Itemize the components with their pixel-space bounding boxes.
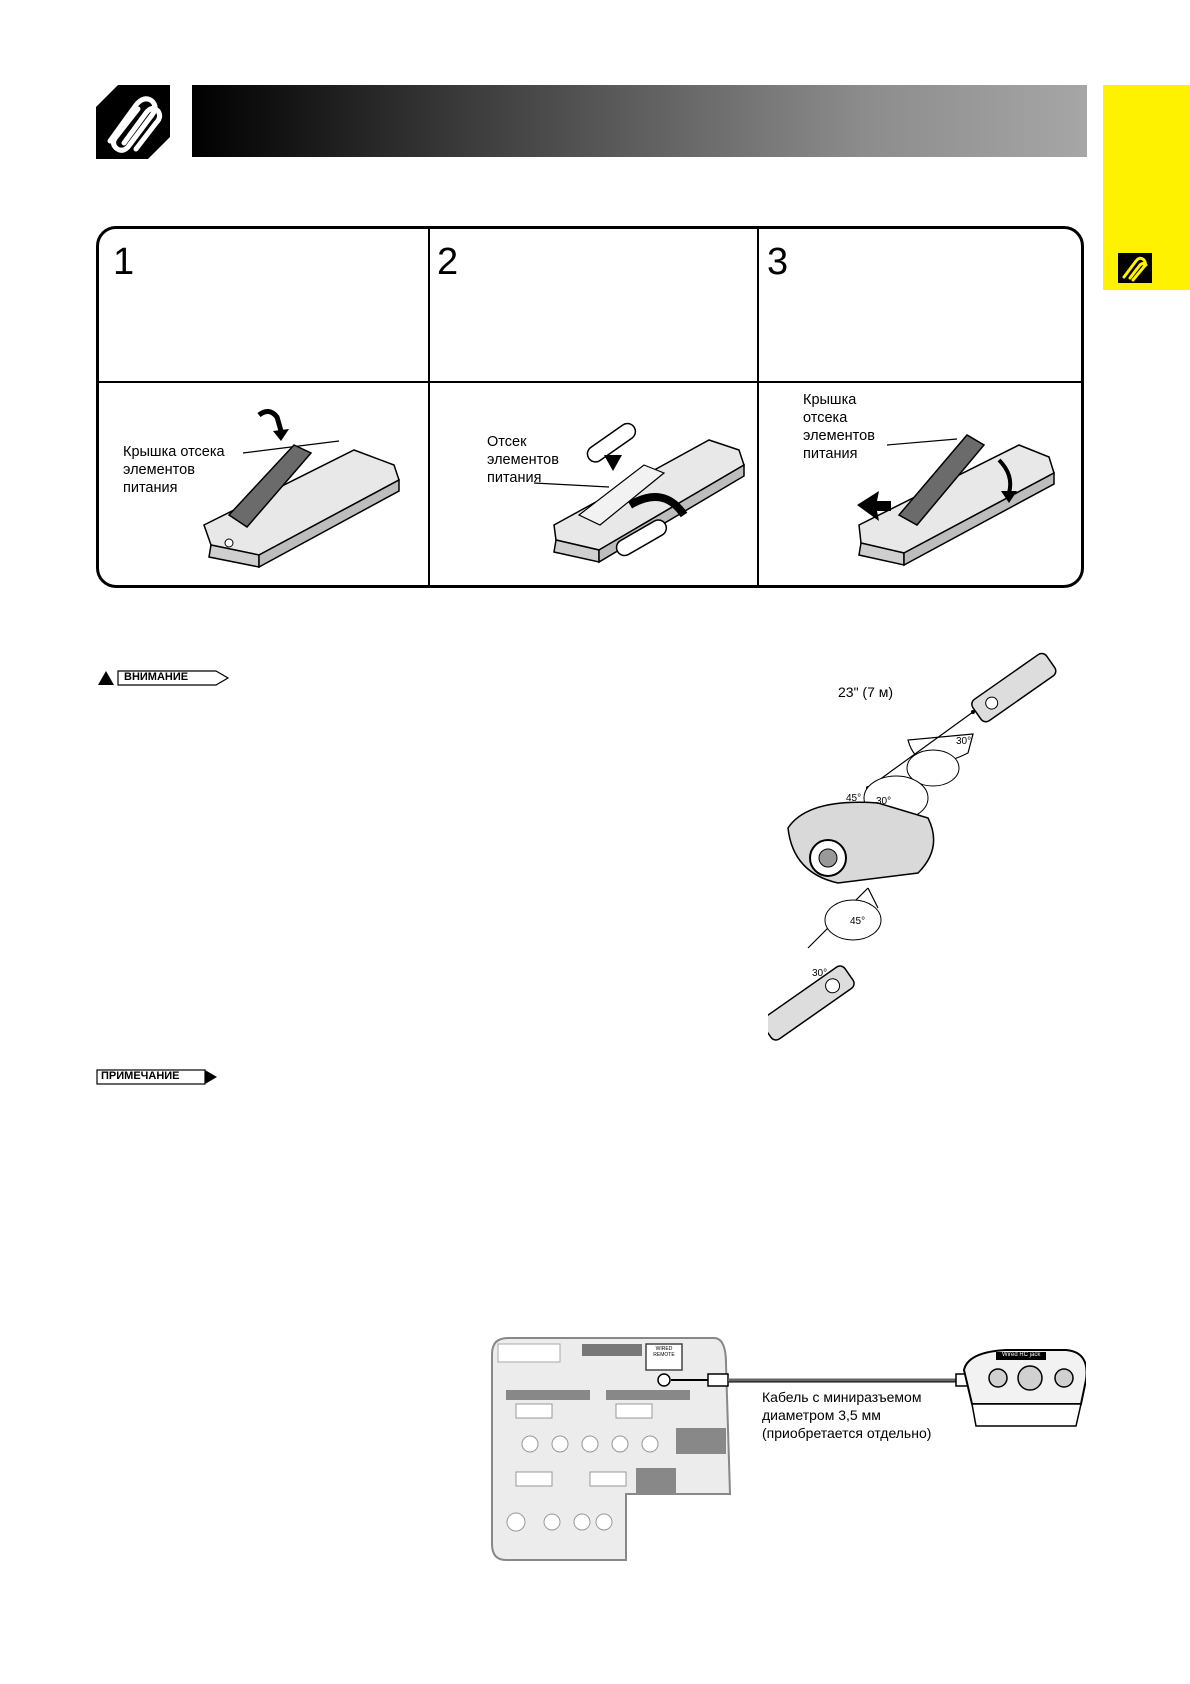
- column-divider: [757, 229, 759, 585]
- angle-label: 30°: [956, 736, 972, 747]
- step-number: 1: [113, 241, 135, 283]
- remote-insert-batteries-illustration: [534, 422, 745, 564]
- column-divider: [428, 229, 430, 585]
- callout-line: (приобретается отдельно): [762, 1425, 932, 1441]
- step-number: 3: [767, 241, 789, 283]
- callout-line: питания: [487, 470, 542, 486]
- remote-range-diagram: 23" (7 м) 30° 45° 30° 45° 30°: [761, 648, 1098, 1078]
- cable-callout: Кабель с миниразъемом диаметром 3,5 мм (…: [762, 1388, 931, 1442]
- wired-remote-label: WIRED REMOTE: [653, 1346, 675, 1358]
- callout-line: питания: [123, 480, 178, 496]
- angle-label: 30°: [812, 968, 828, 979]
- note-badge: ПРИМЕЧАНИЕ: [96, 1068, 221, 1086]
- callout-line: Крышка: [803, 392, 857, 408]
- paperclip-icon: [1118, 253, 1152, 283]
- battery-steps-panel: 1 2 3 Крышка отсека элементов питания От…: [96, 226, 1084, 588]
- callout-line: Отсек: [487, 434, 527, 450]
- distance-label: 23" (7 м): [838, 684, 894, 700]
- jack-label: Wired RC jack: [1002, 1352, 1041, 1358]
- callout-line: отсека: [803, 410, 848, 426]
- callout-line: диаметром 3,5 мм: [762, 1407, 881, 1423]
- caution-label: ВНИМАНИЕ: [124, 671, 189, 683]
- step-number: 2: [437, 241, 459, 283]
- note-label: ПРИМЕЧАНИЕ: [101, 1070, 180, 1082]
- battery-cover-callout: Крышка отсека элементов питания: [123, 443, 225, 497]
- callout-line: питания: [803, 446, 858, 462]
- battery-cover-callout: Крышка отсека элементов питания: [803, 391, 875, 463]
- callout-line: элементов: [123, 462, 195, 478]
- angle-label: 30°: [876, 796, 892, 807]
- callout-line: элементов: [803, 428, 875, 444]
- callout-line: Крышка отсека: [123, 444, 225, 460]
- callout-line: Кабель с миниразъемом: [762, 1389, 922, 1405]
- paperclip-icon: [96, 85, 170, 159]
- wired-remote-connection-diagram: WIRED REMOTE Wired RC jack Кабель с мини…: [486, 1334, 1086, 1564]
- remote-open-cover-illustration: [203, 409, 400, 569]
- angle-label: 45°: [846, 793, 862, 804]
- callout-line: элементов: [487, 452, 559, 468]
- battery-compartment-callout: Отсек элементов питания: [487, 433, 559, 487]
- caution-badge: ВНИМАНИЕ: [96, 669, 231, 687]
- row-divider: [99, 381, 1081, 383]
- angle-label: 45°: [850, 916, 866, 927]
- remote-close-cover-illustration: [857, 434, 1055, 567]
- section-header-bar: [192, 85, 1087, 157]
